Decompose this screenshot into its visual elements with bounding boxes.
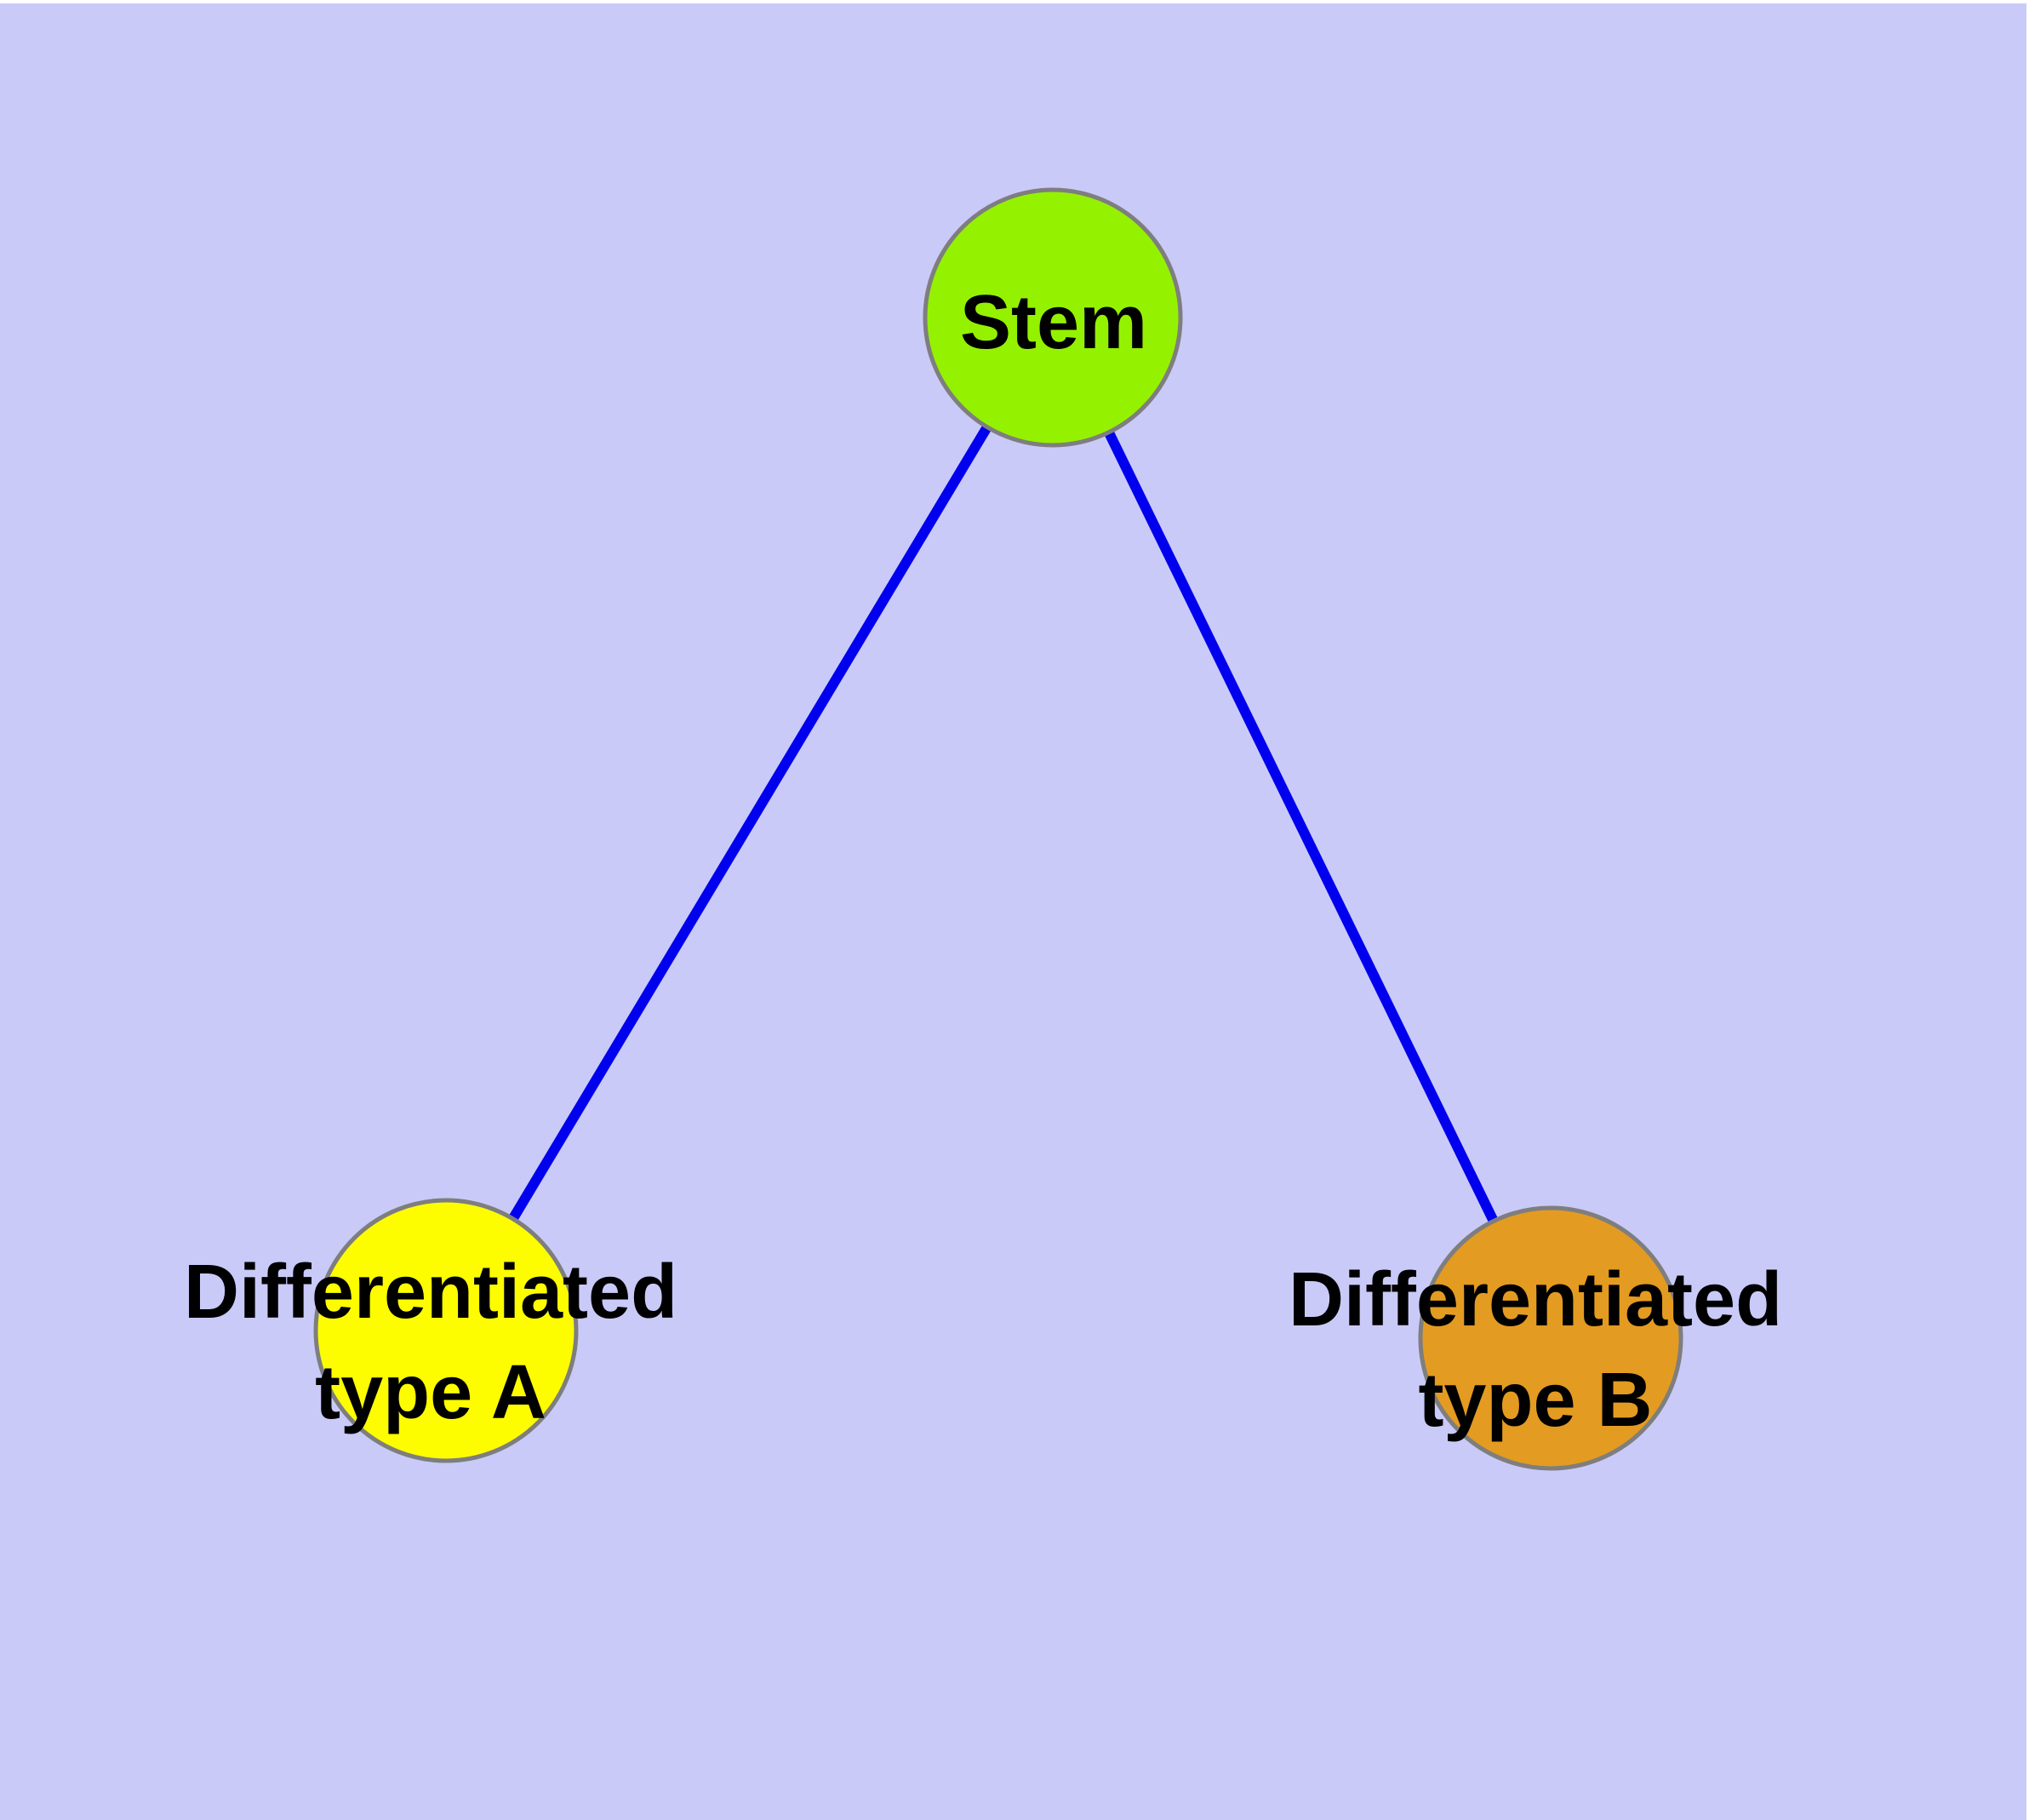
edge-stem-to-type-a: [441, 314, 1058, 1334]
edge-stem-to-type-b: [1048, 315, 1556, 1341]
node-differentiated-type-b: [1418, 1205, 1683, 1471]
node-stem: [923, 187, 1183, 448]
node-differentiated-type-a: [313, 1198, 579, 1463]
